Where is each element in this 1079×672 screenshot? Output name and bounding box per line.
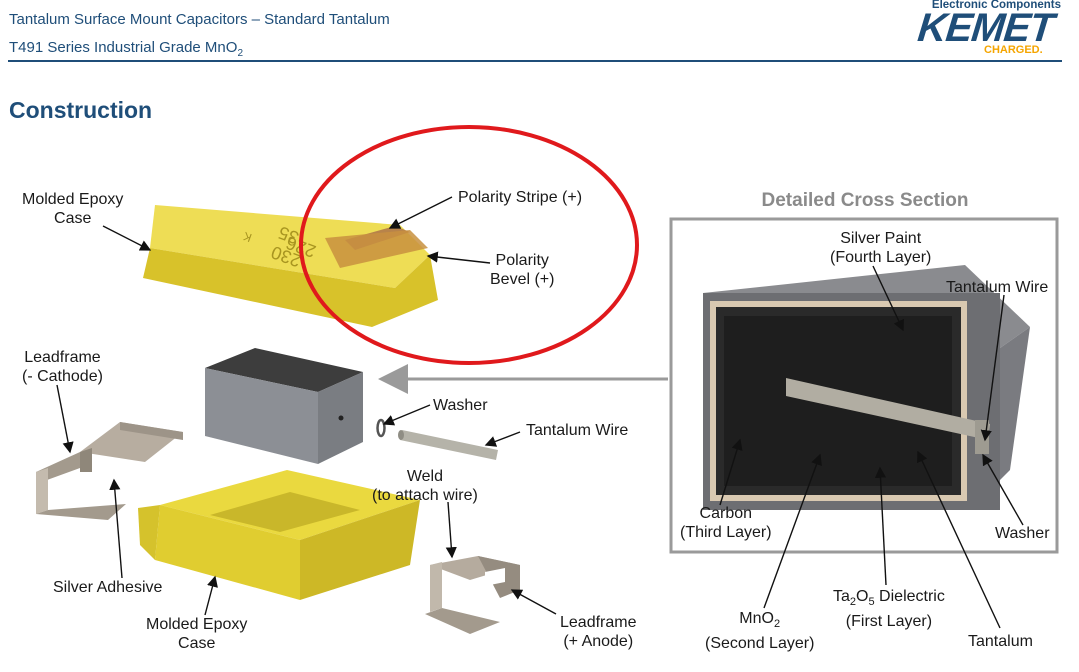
cross-section-title: Detailed Cross Section xyxy=(761,190,969,211)
polarity-highlight-ellipse xyxy=(299,125,639,365)
label-xs-tantalum-wire: Tantalum Wire xyxy=(946,279,1049,296)
subtitle-subscript: 2 xyxy=(237,48,243,59)
molded-case-bottom xyxy=(138,470,420,600)
label-polarity-stripe: Polarity Stripe (+) xyxy=(458,189,583,206)
label-xs-washer: Washer xyxy=(995,525,1050,542)
label-tantalum-wire: Tantalum Wire xyxy=(526,422,629,439)
label-dielectric: Ta2O5 Dielectric(First Layer) xyxy=(833,588,945,631)
subtitle-main: T491 Series Industrial Grade MnO xyxy=(9,39,238,56)
molded-case-top xyxy=(143,205,438,327)
label-weld: Weld(to attach wire) xyxy=(372,468,478,504)
leadframe-cathode-part xyxy=(36,422,183,520)
label-tantalum: Tantalum xyxy=(968,633,1033,650)
document-title: Tantalum Surface Mount Capacitors – Stan… xyxy=(9,11,390,28)
label-mno2: MnO2(Second Layer) xyxy=(705,610,815,653)
label-carbon: Carbon(Third Layer) xyxy=(680,505,772,541)
document-subtitle: T491 Series Industrial Grade MnO2 xyxy=(9,39,243,59)
tantalum-pellet xyxy=(205,348,363,464)
header-rule xyxy=(8,60,1062,62)
label-leadframe-anode: Leadframe(+ Anode) xyxy=(560,614,637,650)
label-silver-paint: Silver Paint(Fourth Layer) xyxy=(830,230,932,266)
logo-slogan: CHARGED. xyxy=(984,44,1043,56)
leader-lines xyxy=(56,196,1024,629)
label-silver-adhesive: Silver Adhesive xyxy=(53,579,163,596)
tantalum-wire-part xyxy=(398,430,498,460)
washer-part xyxy=(376,418,386,438)
label-leadframe-cathode: Leadframe(- Cathode) xyxy=(22,349,103,385)
cross-section-block xyxy=(703,265,1030,510)
logo-tagline: Electronic Components xyxy=(931,0,1061,11)
leadframe-anode-part xyxy=(425,556,520,634)
label-washer: Washer xyxy=(433,397,488,414)
section-title: Construction xyxy=(9,97,153,123)
